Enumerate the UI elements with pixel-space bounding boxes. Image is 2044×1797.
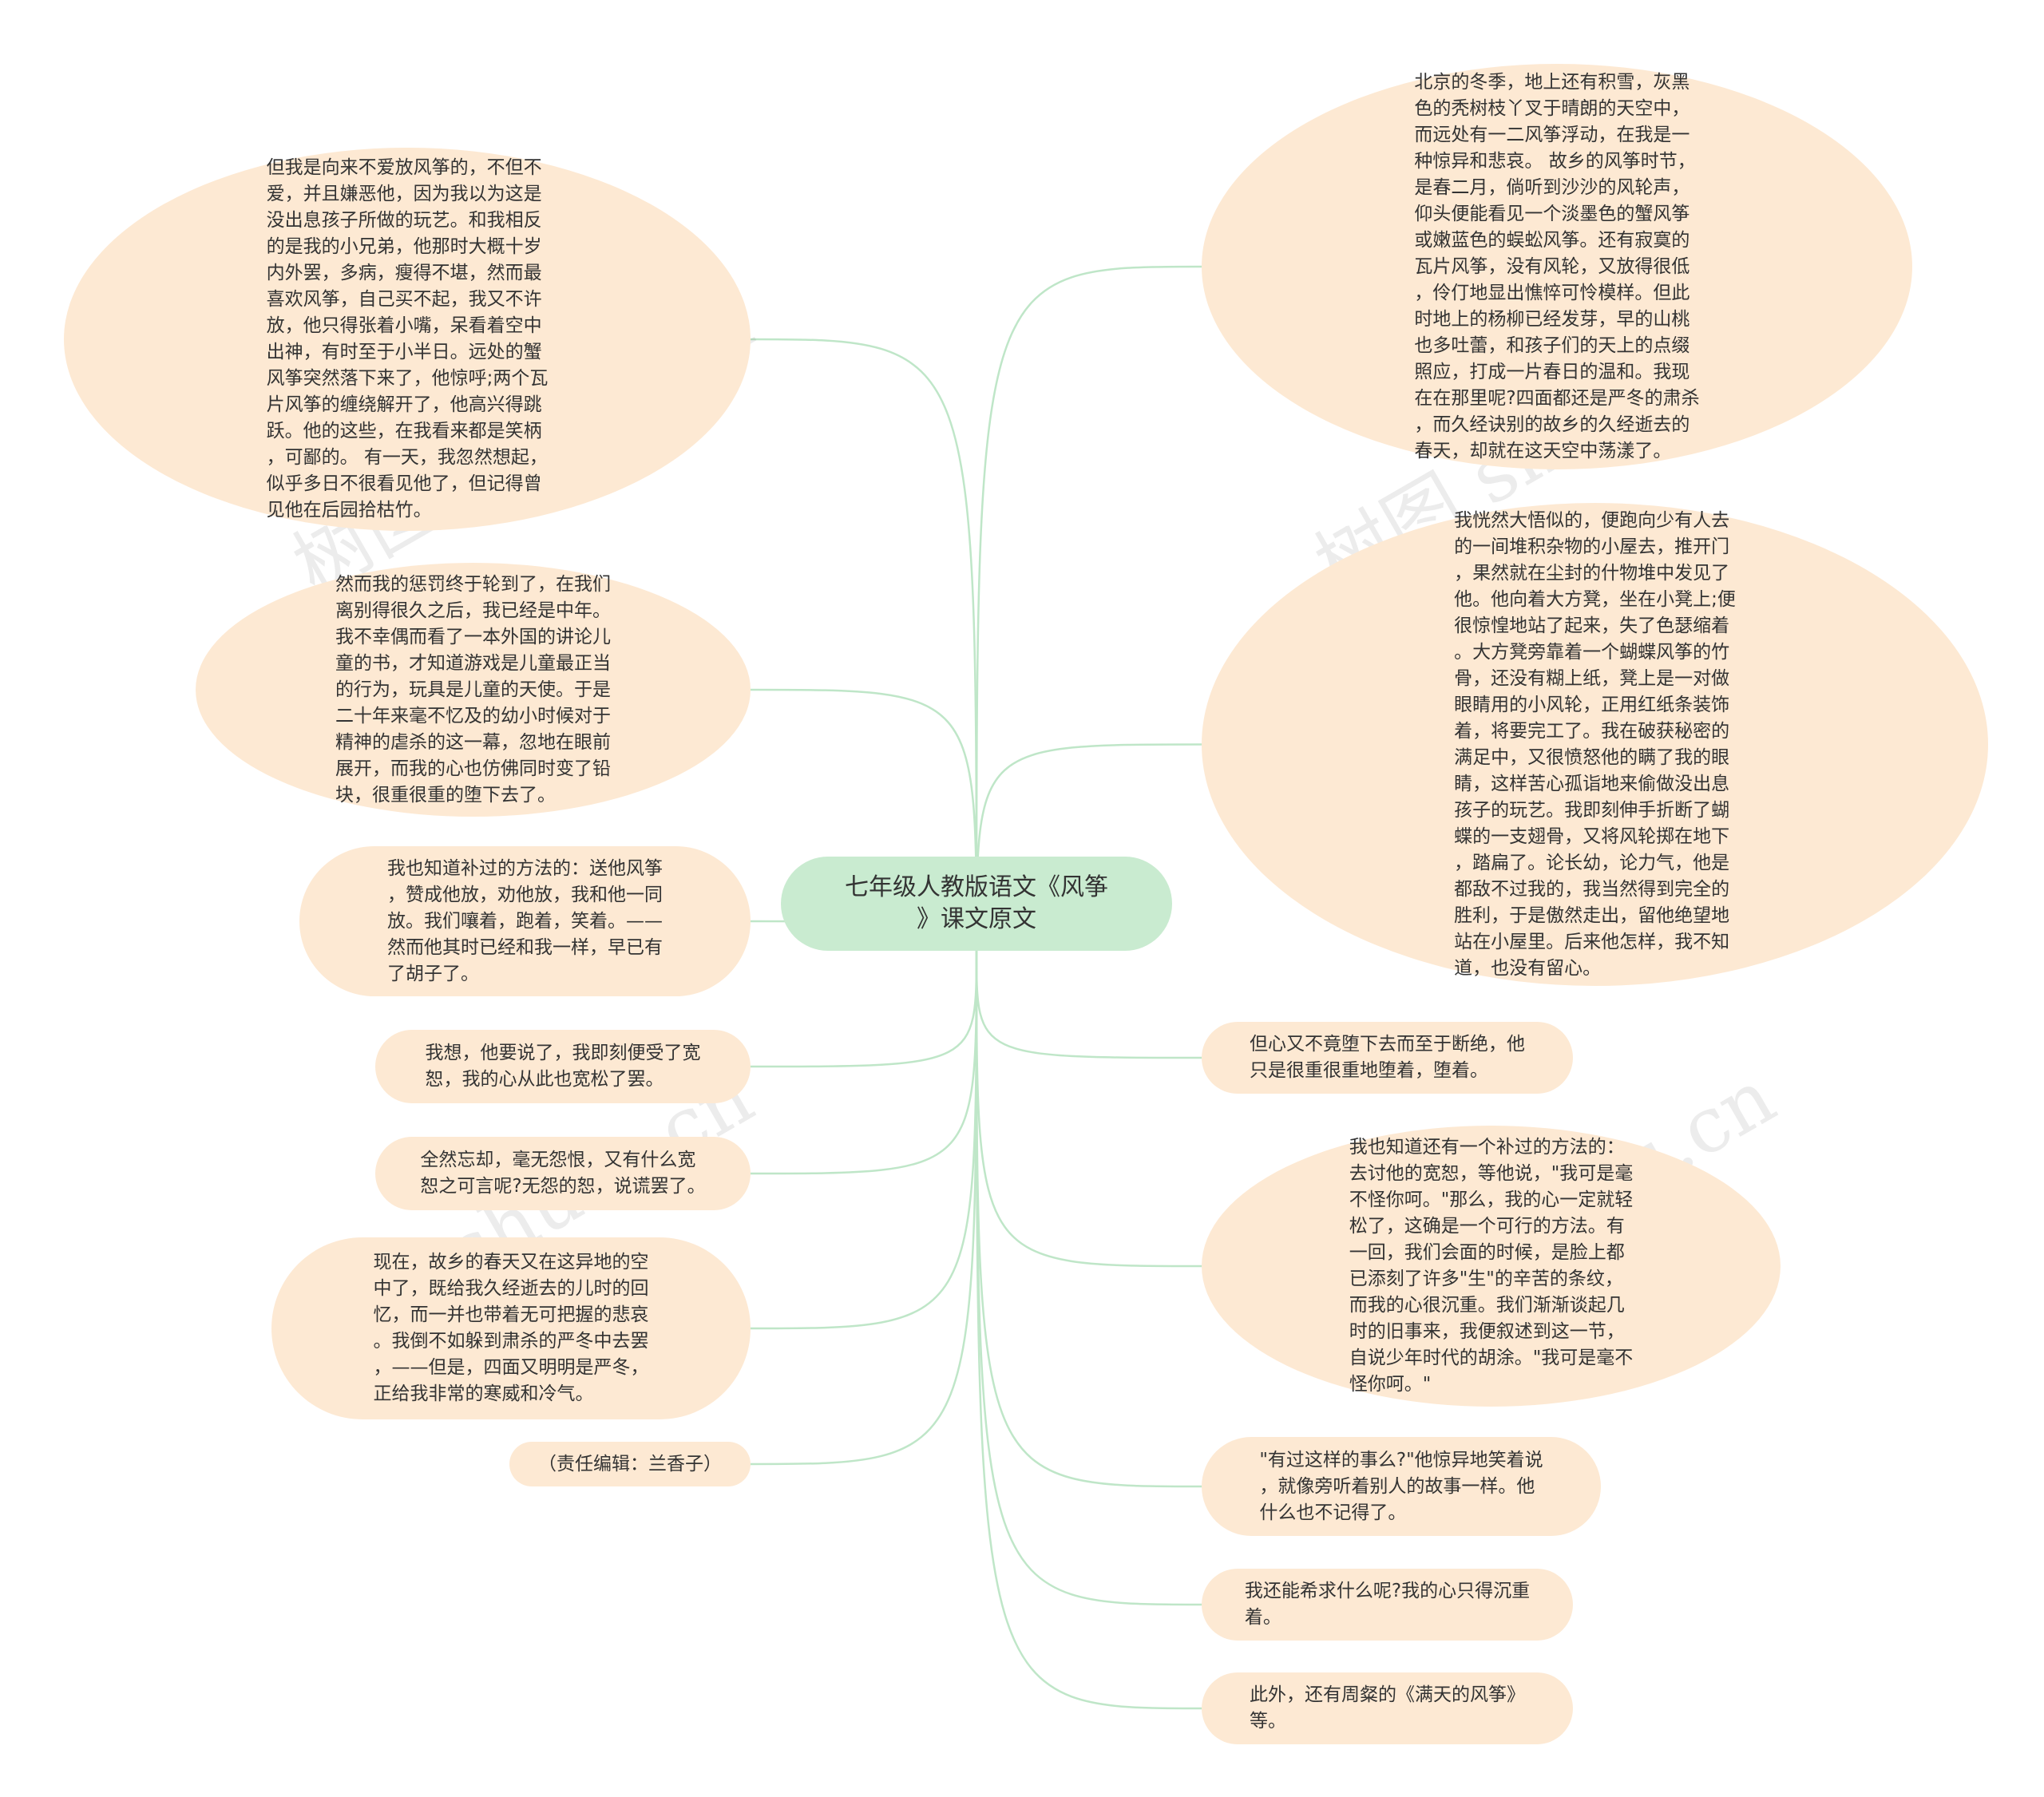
right-node-7[interactable]: 此外，还有周粲的《满天的风筝》 等。	[1202, 1672, 1573, 1744]
right-node-5[interactable]: "有过这样的事么?"他惊异地笑着说 ，就像旁听着别人的故事一样。他 什么也不记得…	[1202, 1437, 1601, 1536]
right-node-4[interactable]: 我也知道还有一个补过的方法的： 去讨他的宽恕，等他说，"我可是毫 不怪你呵。"那…	[1202, 1126, 1781, 1407]
left-node-3[interactable]: 我也知道补过的方法的：送他风筝 ，赞成他放，劝他放，我和他一同 放。我们嚷着，跑…	[299, 846, 751, 996]
left-connector-1	[750, 338, 978, 952]
node-text: 现在，故乡的春天又在这异地的空 中了，既给我久经逝去的儿时的回 忆，而一并也带着…	[373, 1252, 649, 1404]
left-connector-4	[750, 950, 978, 1068]
right-connector-1	[975, 265, 1202, 952]
node-text: （责任编辑：兰香子）	[538, 1453, 722, 1474]
node-text: 但我是向来不爱放风筝的，不但不 爱，并且嫌恶他，因为我以为这是 没出息孩子所做的…	[266, 157, 549, 520]
right-node-2[interactable]: 我恍然大悟似的，便跑向少有人去 的一间堆积杂物的小屋去，推开门 ，果然就在尘封的…	[1202, 503, 1988, 986]
right-connector-6	[975, 950, 1202, 1606]
right-connector-5	[975, 950, 1202, 1488]
left-node-7[interactable]: （责任编辑：兰香子）	[509, 1442, 751, 1486]
left-node-5[interactable]: 全然忘却，毫无怨恨，又有什么宽 恕之可言呢?无怨的恕，说谎罢了。	[375, 1137, 751, 1210]
right-connector-4	[975, 950, 1202, 1268]
right-node-6[interactable]: 我还能希求什么呢?我的心只得沉重 着。	[1202, 1569, 1573, 1641]
right-node-1[interactable]: 北京的冬季，地上还有积雪，灰黑 色的秃树枝丫叉于晴朗的天空中， 而远处有一二风筝…	[1202, 64, 1912, 469]
node-text: "有过这样的事么?"他惊异地笑着说 ，就像旁听着别人的故事一样。他 什么也不记得…	[1259, 1449, 1543, 1523]
node-text: 我想，他要说了，我即刻便受了宽 恕，我的心从此也宽松了罢。	[425, 1043, 701, 1090]
left-node-4[interactable]: 我想，他要说了，我即刻便受了宽 恕，我的心从此也宽松了罢。	[375, 1030, 751, 1103]
node-text: 我也知道补过的方法的：送他风筝 ，赞成他放，劝他放，我和他一同 放。我们嚷着，跑…	[387, 857, 663, 984]
central-topic[interactable]: 七年级人教版语文《风筝 》课文原文	[781, 857, 1172, 951]
node-text: 我也知道还有一个补过的方法的： 去讨他的宽恕，等他说，"我可是毫 不怪你呵。"那…	[1349, 1137, 1634, 1395]
left-node-1[interactable]: 但我是向来不爱放风筝的，不但不 爱，并且嫌恶他，因为我以为这是 没出息孩子所做的…	[64, 148, 751, 531]
left-connector-6	[750, 950, 978, 1330]
left-node-2[interactable]: 然而我的惩罚终于轮到了，在我们 离别得很久之后，我已经是中年。 我不幸偶而看了一…	[196, 563, 751, 817]
central-topic-text: 七年级人教版语文《风筝 》课文原文	[845, 873, 1108, 933]
node-text: 北京的冬季，地上还有积雪，灰黑 色的秃树枝丫叉于晴朗的天空中， 而远处有一二风筝…	[1414, 71, 1700, 461]
node-text: 我恍然大悟似的，便跑向少有人去 的一间堆积杂物的小屋去，推开门 ，果然就在尘封的…	[1454, 509, 1736, 979]
right-node-3[interactable]: 但心又不竟堕下去而至于断绝，他 只是很重很重地堕着，堕着。	[1202, 1022, 1573, 1094]
left-connector-5	[750, 950, 978, 1175]
right-connector-3	[975, 950, 1202, 1059]
left-node-6[interactable]: 现在，故乡的春天又在这异地的空 中了，既给我久经逝去的儿时的回 忆，而一并也带着…	[271, 1237, 751, 1419]
left-connector-7	[750, 950, 978, 1466]
node-text: 此外，还有周粲的《满天的风筝》 等。	[1250, 1684, 1525, 1732]
node-text: 但心又不竟堕下去而至于断绝，他 只是很重很重地堕着，堕着。	[1250, 1034, 1525, 1081]
node-text: 全然忘却，毫无怨恨，又有什么宽 恕之可言呢?无怨的恕，说谎罢了。	[420, 1150, 706, 1197]
right-connector-7	[975, 950, 1202, 1710]
node-text: 然而我的惩罚终于轮到了，在我们 离别得很久之后，我已经是中年。 我不幸偶而看了一…	[335, 573, 611, 805]
node-text: 我还能希求什么呢?我的心只得沉重 着。	[1244, 1581, 1531, 1628]
